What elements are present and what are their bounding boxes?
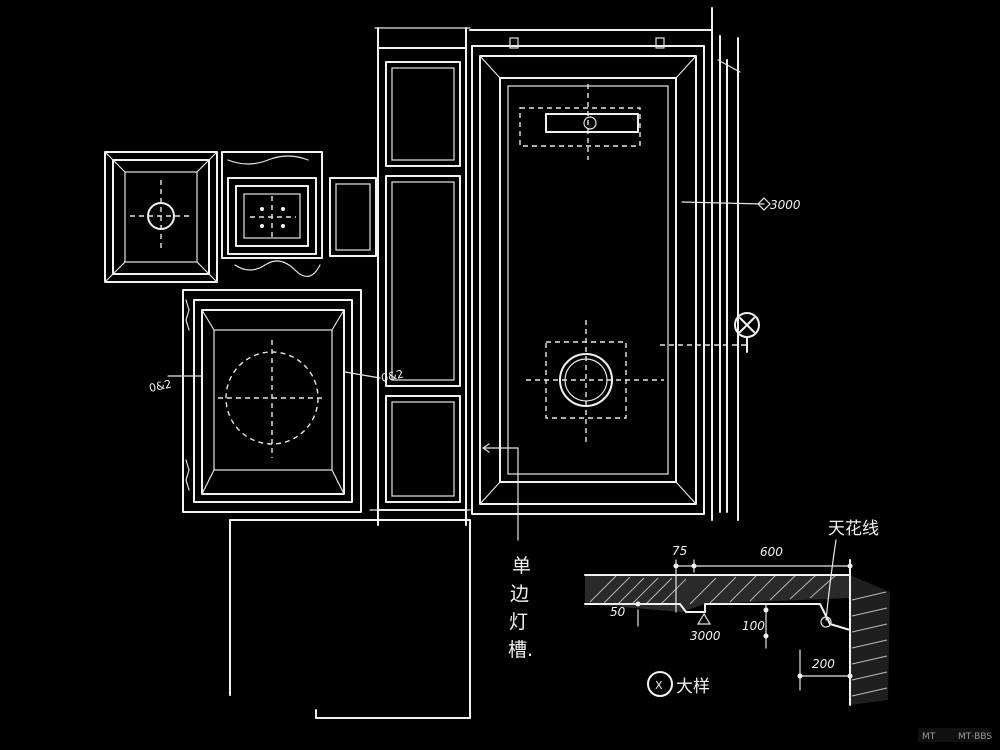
light-trough-note: 单 边 灯 槽. bbox=[481, 443, 533, 661]
detail-label-text: 大样 bbox=[676, 677, 710, 697]
medium-ceiling-panel bbox=[221, 151, 323, 277]
main-ceiling-panel bbox=[469, 29, 750, 515]
light-trough-char-1: 单 bbox=[512, 555, 531, 577]
watermark-logo: MT·BBS MT bbox=[918, 728, 992, 742]
slab-hatch bbox=[589, 574, 837, 606]
dim-600-text: 600 bbox=[760, 545, 783, 559]
small-ceiling-panel bbox=[104, 151, 218, 283]
right-height-text: 3000 bbox=[770, 198, 801, 212]
detail-marker-letter: X bbox=[655, 679, 663, 692]
wall-hatch bbox=[851, 591, 888, 697]
narrow-panel bbox=[329, 177, 377, 257]
mid-dimension-label: 0&2 bbox=[344, 368, 405, 385]
dim-3000-bottom-text: 3000 bbox=[690, 629, 721, 643]
light-trough-char-3: 灯 bbox=[509, 611, 528, 633]
dim-200-text: 200 bbox=[812, 657, 835, 671]
svg-text:MT: MT bbox=[922, 732, 936, 742]
light-trough-char-4: 槽. bbox=[508, 639, 533, 661]
cornice-label-text: 天花线 bbox=[828, 519, 879, 539]
left-label-text: 0&2 bbox=[148, 378, 173, 395]
right-side-trim bbox=[711, 7, 741, 521]
dim-100-text: 100 bbox=[742, 619, 765, 633]
ceiling-light-icon bbox=[526, 320, 664, 444]
corridor-outline bbox=[229, 519, 471, 719]
watermark-text: MT·BBS bbox=[958, 732, 992, 742]
right-height-dimension: 3000 bbox=[681, 197, 801, 212]
dim-50-text: 50 bbox=[610, 605, 626, 619]
dim-75-text: 75 bbox=[672, 544, 687, 558]
detail-marker-icon: X 大样 bbox=[647, 671, 710, 697]
cabinet-column bbox=[369, 27, 471, 526]
large-ceiling-panel bbox=[182, 289, 362, 513]
section-symbol-icon: X bbox=[734, 312, 760, 353]
left-dimension-label: 0&2 bbox=[148, 375, 203, 395]
light-trough-char-2: 边 bbox=[510, 583, 529, 605]
cornice-detail: 75 600 50 3000 100 200 天花线 bbox=[584, 519, 890, 706]
